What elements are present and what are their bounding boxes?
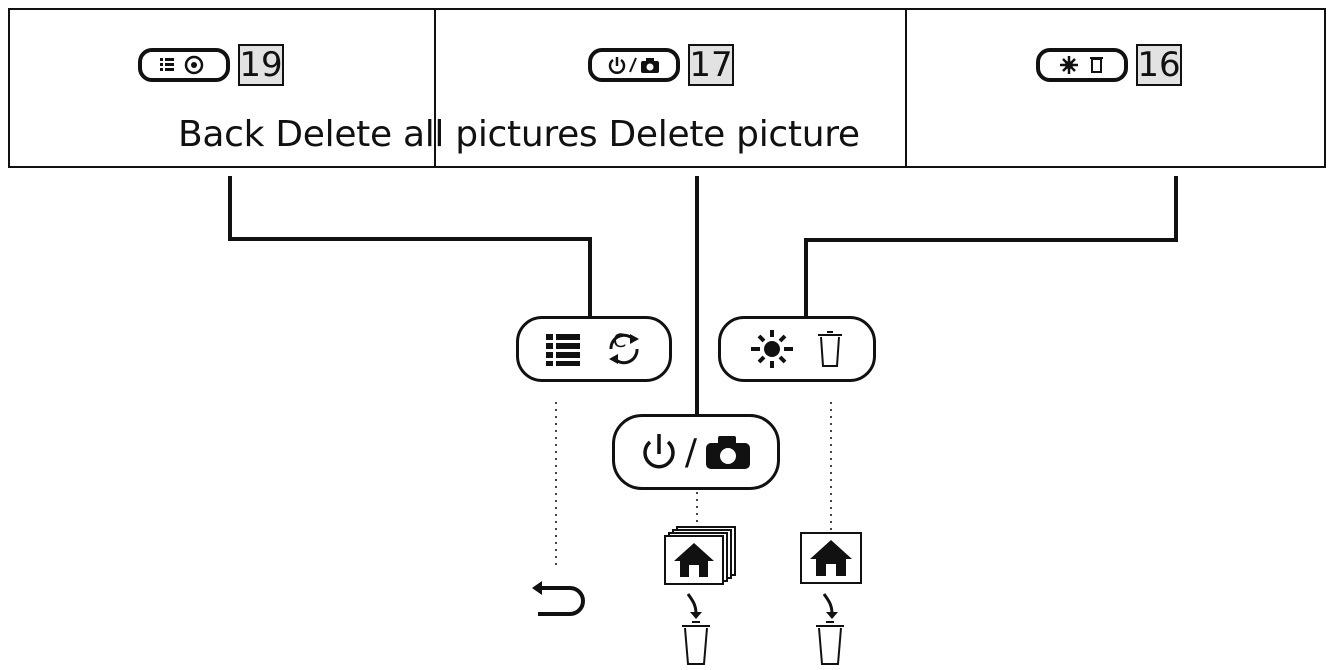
- button-number: 16: [1136, 44, 1182, 86]
- list-rotate-button[interactable]: C: [516, 316, 672, 382]
- column-divider: [905, 10, 907, 166]
- rotate-icon: C: [603, 328, 645, 370]
- brightness-trash-button[interactable]: [718, 316, 876, 382]
- power-icon: [643, 434, 675, 469]
- down-arrow-icon: [822, 593, 838, 619]
- list-icon: [546, 334, 580, 366]
- connector-back: [228, 176, 592, 338]
- button-number: 19: [238, 44, 284, 86]
- home-icon: [800, 532, 862, 584]
- trash-icon: [818, 331, 842, 367]
- list-rotate-pill-icon: [138, 48, 230, 82]
- stacked-home-icon: [664, 526, 740, 586]
- trash-icon: [816, 621, 844, 665]
- separator-slash: /: [684, 431, 698, 473]
- sun-icon: [751, 330, 793, 368]
- column-divider: [434, 10, 436, 166]
- trash-icon: [682, 621, 710, 665]
- button-reference-table: 19 17: [8, 8, 1326, 168]
- rotate-letter: C: [613, 330, 627, 352]
- power-camera-pill-icon: [588, 48, 680, 82]
- column-header-delete-one: 16: [1036, 44, 1182, 86]
- back-arrow-icon: [532, 581, 585, 616]
- camera-icon: [706, 436, 751, 469]
- power-camera-button[interactable]: /: [612, 414, 780, 490]
- button-labels: Back Delete all pictures Delete picture: [178, 114, 860, 155]
- column-header-delete-all: 17: [588, 44, 734, 86]
- brightness-trash-pill-icon: [1036, 48, 1128, 82]
- down-arrow-icon: [686, 593, 702, 619]
- connector-delete-one: [804, 176, 1178, 338]
- button-number: 17: [688, 44, 734, 86]
- column-header-back: 19: [138, 44, 284, 86]
